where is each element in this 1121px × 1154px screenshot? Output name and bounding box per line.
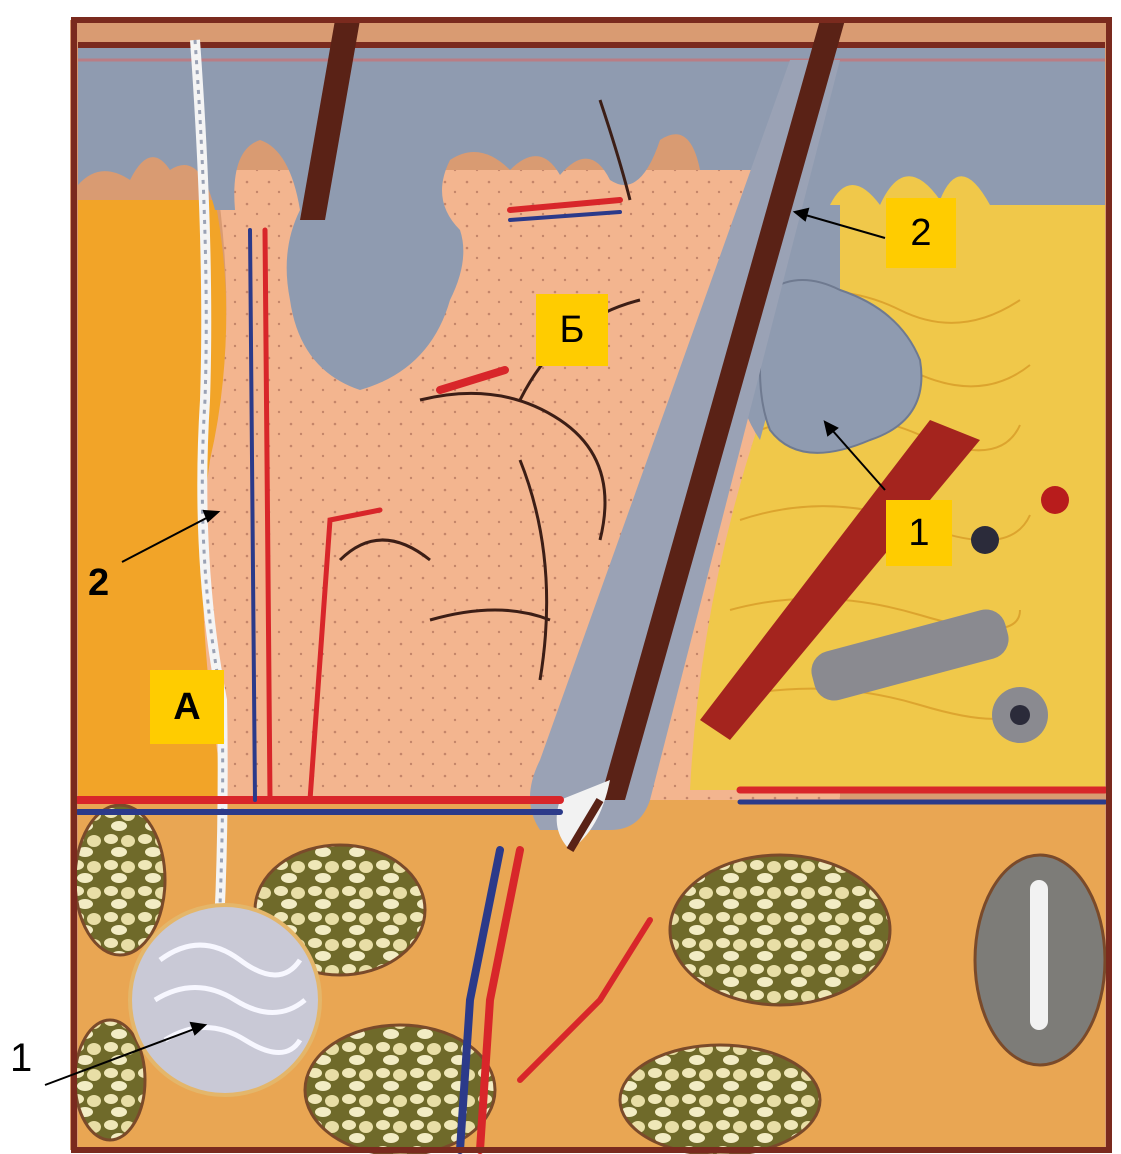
label-2-left: 2	[88, 562, 109, 605]
label-1-bottom-left: 1	[10, 1036, 32, 1081]
label-a: А	[150, 670, 224, 744]
label-b: Б	[536, 294, 608, 366]
label-1-right: 1	[886, 500, 952, 566]
label-2-top-right: 2	[886, 198, 956, 268]
